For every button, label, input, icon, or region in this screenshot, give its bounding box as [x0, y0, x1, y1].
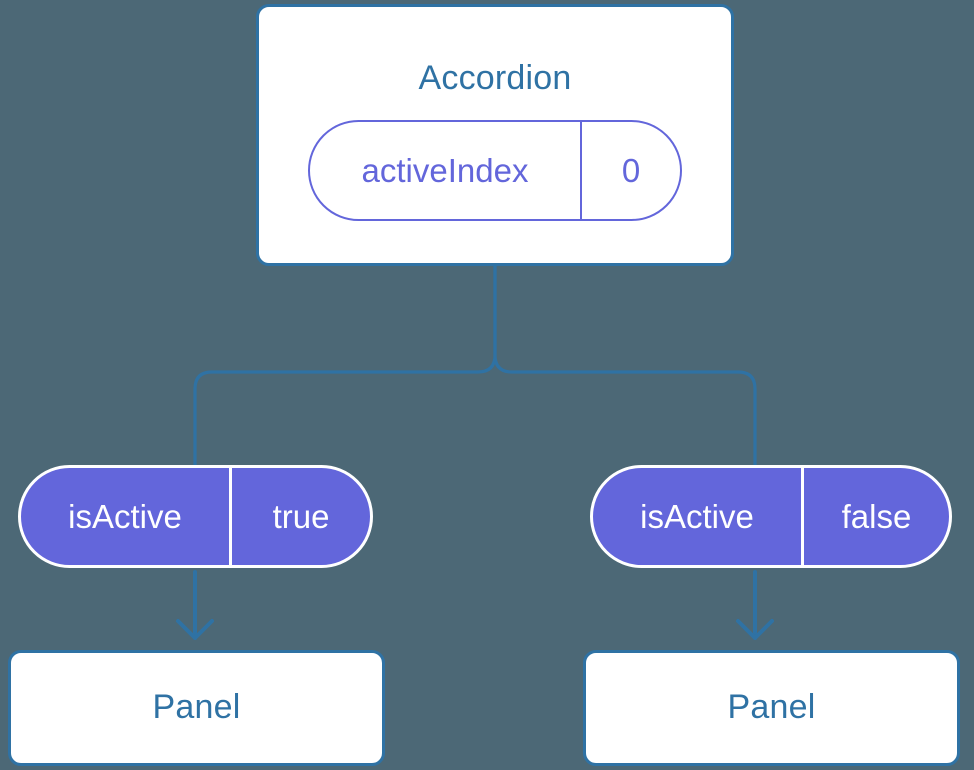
- accordion-title: Accordion: [418, 59, 572, 97]
- arrow-down-icon-left: [176, 570, 214, 640]
- isactive-prop-key-left: isActive: [21, 468, 232, 565]
- connector-trunk-left: [193, 264, 497, 467]
- isactive-prop-pill-right[interactable]: isActive false: [590, 465, 952, 568]
- panel-title-right: Panel: [727, 688, 816, 726]
- activeindex-prop-value: 0: [621, 151, 641, 189]
- panel-title-left: Panel: [152, 688, 241, 726]
- panel-node-left[interactable]: Panel: [8, 650, 385, 766]
- activeindex-prop-key: activeIndex: [310, 122, 582, 219]
- activeindex-prop-pill[interactable]: activeIndex 0: [308, 120, 682, 221]
- isactive-prop-value-left: true: [272, 497, 330, 535]
- isactive-prop-value-right: false: [841, 497, 912, 535]
- isactive-prop-key-right: isActive: [593, 468, 804, 565]
- panel-node-right[interactable]: Panel: [583, 650, 960, 766]
- isactive-prop-pill-left[interactable]: isActive true: [18, 465, 373, 568]
- connector-trunk-right: [493, 264, 757, 467]
- arrow-down-icon-right: [736, 570, 774, 640]
